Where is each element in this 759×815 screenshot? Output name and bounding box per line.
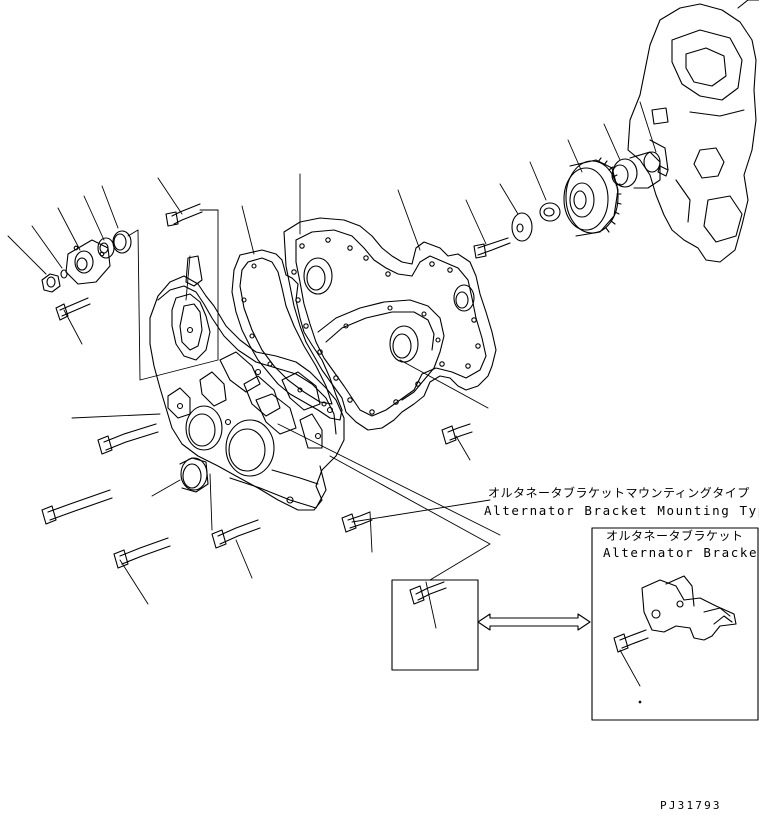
gasket-front bbox=[231, 249, 343, 421]
standard-bolt-box bbox=[391, 579, 479, 671]
interchange-arrow bbox=[477, 613, 591, 631]
gasket-plate bbox=[241, 217, 497, 431]
cover-plate-parts bbox=[41, 230, 132, 321]
timing-plate bbox=[317, 299, 445, 401]
mounting-type-label-jp: オルタネータブラケットマウンティングタイプ bbox=[488, 486, 750, 500]
engine-block bbox=[627, 0, 759, 263]
mounting-type-label-en: Alternator Bracket Mounting Type bbox=[484, 503, 759, 518]
crank-gear-stack bbox=[473, 151, 669, 259]
bolts bbox=[41, 203, 473, 569]
bracket-label-jp: オルタネータブラケット bbox=[606, 529, 744, 543]
drawing-code: PJ31793 bbox=[660, 799, 722, 812]
bracket-box bbox=[591, 527, 759, 721]
bracket-label-en: Alternator Bracket bbox=[603, 545, 759, 560]
leader-lines bbox=[7, 101, 657, 687]
front-cover bbox=[149, 255, 345, 511]
